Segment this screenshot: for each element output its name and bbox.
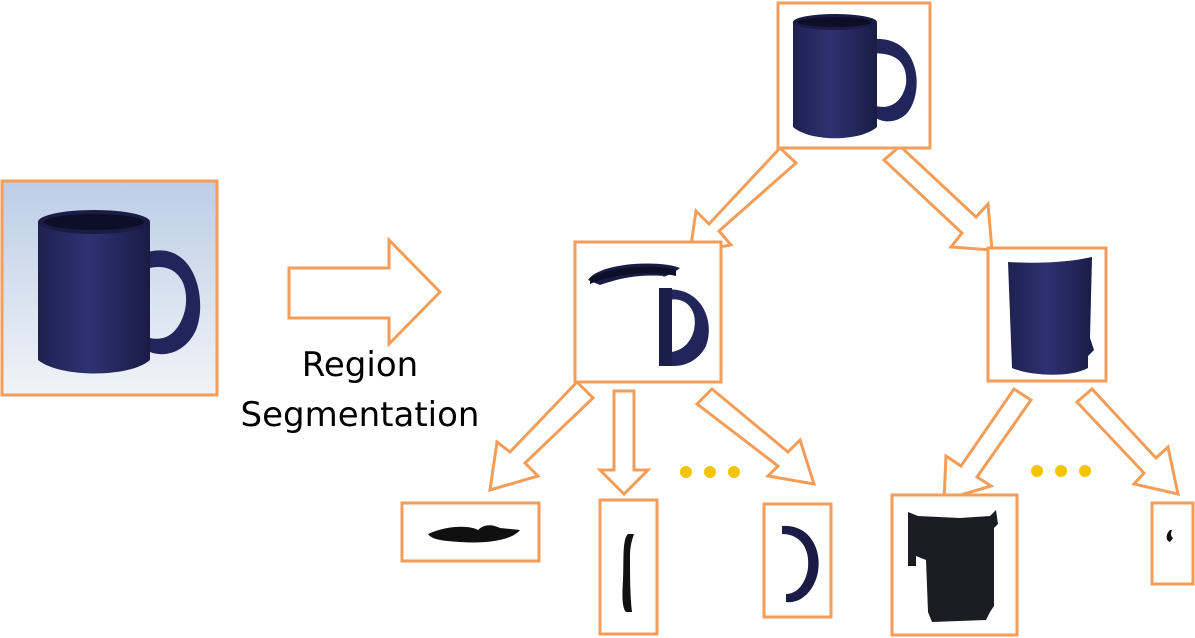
tree-arrow-root-right [881,143,994,252]
rim-handle-segment [588,263,709,366]
body-segment [1008,257,1094,375]
tree-leaf-small-fragment [1150,501,1195,586]
mug-full [793,14,917,139]
ellipsis-right [1031,465,1091,477]
rim-fragment [428,525,520,543]
tree-leaf-handle-arc [762,502,833,619]
tree-leaf-body-fragment [890,493,1019,637]
tree-arrow-root-left [688,145,799,254]
handle-edge-fragment [622,534,634,612]
tree-leaf-rim [400,501,541,563]
tree-arrow-left-leaf1 [488,379,596,493]
handle-arc-fragment [782,525,819,603]
mug-photo [38,210,201,374]
tree-arrow-right-leaf4 [942,386,1034,503]
body-fragment [908,510,998,622]
small-fragment [1166,530,1173,542]
tree-leaf-handle-edge [598,498,659,636]
tree-node-rim-handle [573,240,723,384]
input-image [0,179,219,397]
caption-segmentation: Segmentation [240,395,480,435]
ellipsis-left [680,466,740,478]
tree-node-root [776,1,932,150]
tree-arrow-left-leaf2 [596,389,652,497]
caption-region: Region [301,345,419,385]
segmentation-arrow [287,236,443,348]
tree-arrow-right-leaf5 [1074,386,1180,496]
tree-arrows [488,143,1180,503]
tree-node-body [986,246,1108,383]
tree-arrow-left-leaf3 [694,386,817,486]
